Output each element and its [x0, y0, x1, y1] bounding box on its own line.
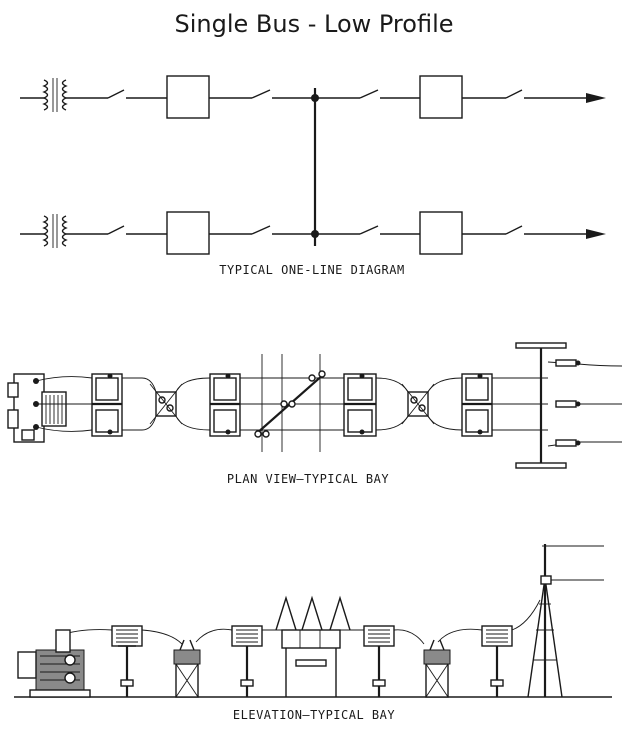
plan-transformer — [7, 373, 67, 443]
switch-symbol — [359, 89, 379, 99]
plan-bus — [254, 354, 326, 452]
caption-plan-view: PLAN VIEW—TYPICAL BAY — [226, 472, 390, 486]
transformer-symbol — [42, 78, 68, 112]
switch-symbol — [107, 89, 125, 99]
one-line-diagram — [20, 75, 606, 255]
plan-view — [7, 342, 623, 469]
elevation-breaker-1 — [111, 625, 143, 697]
caption-one-line: TYPICAL ONE-LINE DIAGRAM — [219, 263, 405, 277]
breaker-box — [166, 211, 210, 255]
switch-symbol — [107, 225, 125, 235]
switch-symbol — [359, 225, 379, 235]
breaker-box — [166, 75, 210, 119]
breaker-box — [419, 211, 463, 255]
overhead-conductor — [57, 599, 541, 645]
elevation-dead-end-tower — [527, 544, 604, 698]
elevation-breaker-3 — [363, 625, 395, 697]
plan-switch-2 — [401, 383, 435, 425]
plan-conductors — [35, 363, 623, 443]
transformer-symbol — [42, 214, 68, 248]
elevation-switch-1 — [173, 639, 201, 698]
caption-elevation: ELEVATION—TYPICAL BAY — [232, 708, 396, 722]
elevation-transformer — [17, 629, 91, 698]
arrow-head — [586, 93, 606, 103]
elevation-view — [14, 544, 612, 698]
switch-symbol — [251, 89, 271, 99]
switch-symbol — [505, 225, 523, 235]
plan-breaker-4 — [461, 373, 493, 437]
one-line-row-top — [20, 75, 606, 119]
one-line-row-bottom — [20, 211, 606, 255]
plan-switch-1 — [149, 383, 183, 425]
plan-breaker-3 — [343, 373, 377, 437]
arrow-head — [586, 229, 606, 239]
switch-symbol — [251, 225, 271, 235]
switch-symbol — [505, 89, 523, 99]
elevation-switch-2 — [423, 639, 451, 698]
bus-bar — [311, 88, 319, 246]
breaker-box — [419, 75, 463, 119]
elevation-breaker-2 — [231, 625, 263, 697]
elevation-breaker-4 — [481, 625, 513, 697]
plan-dead-end-structure — [515, 342, 581, 469]
page-title: Single Bus - Low Profile — [174, 10, 454, 38]
plan-breaker-2 — [209, 373, 241, 437]
plan-breaker-1 — [91, 373, 142, 437]
elevation-bus-structure — [275, 595, 351, 697]
